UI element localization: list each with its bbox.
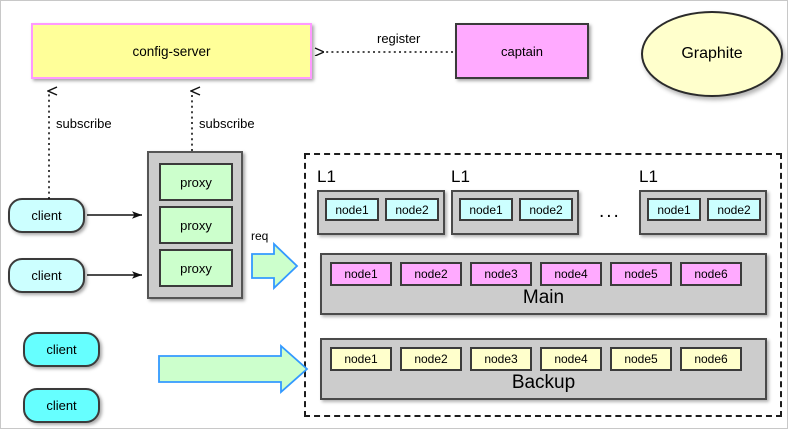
backup-node-3[interactable]: node3 <box>470 347 532 371</box>
captain-node[interactable]: captain <box>455 23 589 79</box>
proxy-node-2[interactable]: proxy <box>159 206 233 244</box>
register-edge-label: register <box>377 31 421 46</box>
config-server-label: config-server <box>132 43 211 59</box>
proxy-label: proxy <box>180 260 212 276</box>
subscribe-left-label: subscribe <box>56 116 112 131</box>
config-server-node[interactable]: config-server <box>31 23 312 79</box>
node-label: node1 <box>344 267 378 281</box>
client-label: client <box>31 268 62 283</box>
node-label: node1 <box>344 352 378 366</box>
cluster-boundary <box>304 153 782 417</box>
node-label: node5 <box>624 352 658 366</box>
main-tier-group: node1 node2 node3 node4 node5 node6 Main <box>320 253 767 315</box>
main-node-4[interactable]: node4 <box>540 262 602 286</box>
proxy-group-container: proxy proxy proxy <box>147 151 243 299</box>
l1-node-1-1[interactable]: node1 <box>325 198 379 221</box>
backup-node-5[interactable]: node5 <box>610 347 672 371</box>
l1-group-2: node1 node2 <box>451 190 579 235</box>
l1-node-2-2[interactable]: node2 <box>519 198 573 221</box>
node-label: node1 <box>335 202 369 217</box>
subscribe-right-label: subscribe <box>199 116 255 131</box>
node-label: node2 <box>529 202 563 217</box>
backup-node-2[interactable]: node2 <box>400 347 462 371</box>
l1-groups-ellipsis: ... <box>599 201 621 222</box>
l1-group-label-1: L1 <box>317 167 336 186</box>
backup-tier-group: node1 node2 node3 node4 node5 node6 Back… <box>320 338 767 400</box>
node-label: node5 <box>624 267 658 281</box>
l1-node-2-1[interactable]: node1 <box>459 198 513 221</box>
l1-group-1: node1 node2 <box>317 190 445 235</box>
l1-group-label-2: L1 <box>451 167 470 186</box>
req-arrow-label: req <box>251 229 269 243</box>
l1-group-3: node1 node2 <box>639 190 767 235</box>
node-label: node1 <box>657 202 691 217</box>
backup-node-6[interactable]: node6 <box>680 347 742 371</box>
backup-block-arrow <box>158 344 309 394</box>
graphite-node[interactable]: Graphite <box>641 11 783 97</box>
client-node-2[interactable]: client <box>8 258 85 293</box>
l1-group-label-3: L1 <box>639 167 658 186</box>
req-block-arrow <box>251 241 299 291</box>
l1-node-1-2[interactable]: node2 <box>385 198 439 221</box>
main-node-2[interactable]: node2 <box>400 262 462 286</box>
client-label: client <box>31 208 62 223</box>
captain-label: captain <box>501 43 543 59</box>
client-label: client <box>46 342 77 357</box>
l1-node-3-1[interactable]: node1 <box>647 198 701 221</box>
proxy-node-3[interactable]: proxy <box>159 249 233 287</box>
client-node-1[interactable]: client <box>8 198 85 233</box>
backup-node-4[interactable]: node4 <box>540 347 602 371</box>
node-label: node3 <box>484 352 518 366</box>
client-node-3[interactable]: client <box>23 332 100 367</box>
main-node-6[interactable]: node6 <box>680 262 742 286</box>
main-node-3[interactable]: node3 <box>470 262 532 286</box>
node-label: node6 <box>694 352 728 366</box>
node-label: node3 <box>484 267 518 281</box>
node-label: node2 <box>717 202 751 217</box>
node-label: node4 <box>554 267 588 281</box>
proxy-label: proxy <box>180 217 212 233</box>
graphite-label: Graphite <box>681 45 743 62</box>
proxy-label: proxy <box>180 174 212 190</box>
proxy-node-1[interactable]: proxy <box>159 163 233 201</box>
main-tier-label: Main <box>522 287 565 308</box>
node-label: node6 <box>694 267 728 281</box>
backup-tier-label: Backup <box>511 372 576 393</box>
node-label: node2 <box>395 202 429 217</box>
node-label: node1 <box>469 202 503 217</box>
client-node-4[interactable]: client <box>23 388 100 423</box>
node-label: node4 <box>554 352 588 366</box>
l1-node-3-2[interactable]: node2 <box>707 198 761 221</box>
node-label: node2 <box>414 352 448 366</box>
main-node-5[interactable]: node5 <box>610 262 672 286</box>
main-node-1[interactable]: node1 <box>330 262 392 286</box>
node-label: node2 <box>414 267 448 281</box>
backup-node-1[interactable]: node1 <box>330 347 392 371</box>
client-label: client <box>46 398 77 413</box>
